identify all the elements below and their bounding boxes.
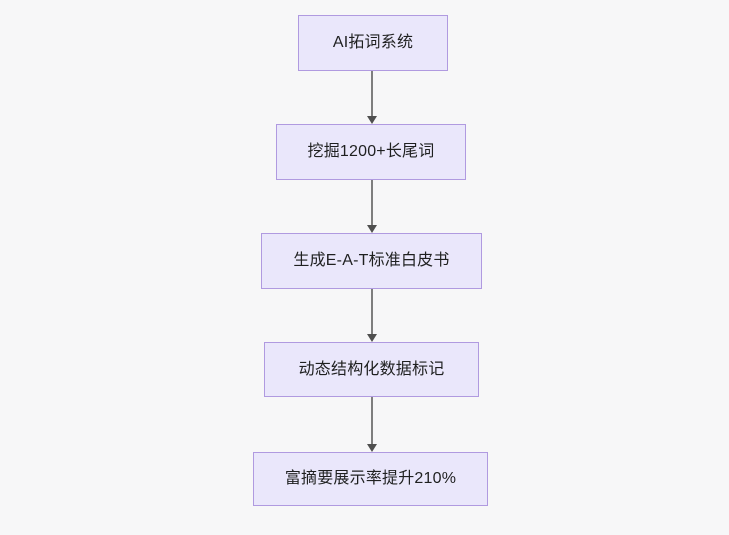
edge-line <box>371 71 373 116</box>
flowchart-node-ai-keyword-system[interactable]: AI拓词系统 <box>298 15 448 71</box>
arrowhead-icon <box>367 116 377 124</box>
flowchart-node-label: 富摘要展示率提升210% <box>284 470 457 488</box>
flowchart-node-eat-whitepaper[interactable]: 生成E-A-T标准白皮书 <box>261 233 482 289</box>
arrowhead-icon <box>367 334 377 342</box>
edge-line <box>371 397 373 444</box>
flowchart-node-structured-data-markup[interactable]: 动态结构化数据标记 <box>264 342 479 397</box>
flowchart-node-rich-snippet-result[interactable]: 富摘要展示率提升210% <box>253 452 488 506</box>
arrowhead-icon <box>367 444 377 452</box>
arrowhead-icon <box>367 225 377 233</box>
flowchart-node-longtail-keywords[interactable]: 挖掘1200+长尾词 <box>276 124 466 180</box>
flowchart-node-label: 生成E-A-T标准白皮书 <box>293 252 450 270</box>
flowchart-node-label: AI拓词系统 <box>332 34 414 52</box>
flowchart-node-label: 挖掘1200+长尾词 <box>307 143 435 161</box>
edge-line <box>371 289 373 334</box>
edge-line <box>371 180 373 225</box>
flowchart-node-label: 动态结构化数据标记 <box>298 360 445 378</box>
